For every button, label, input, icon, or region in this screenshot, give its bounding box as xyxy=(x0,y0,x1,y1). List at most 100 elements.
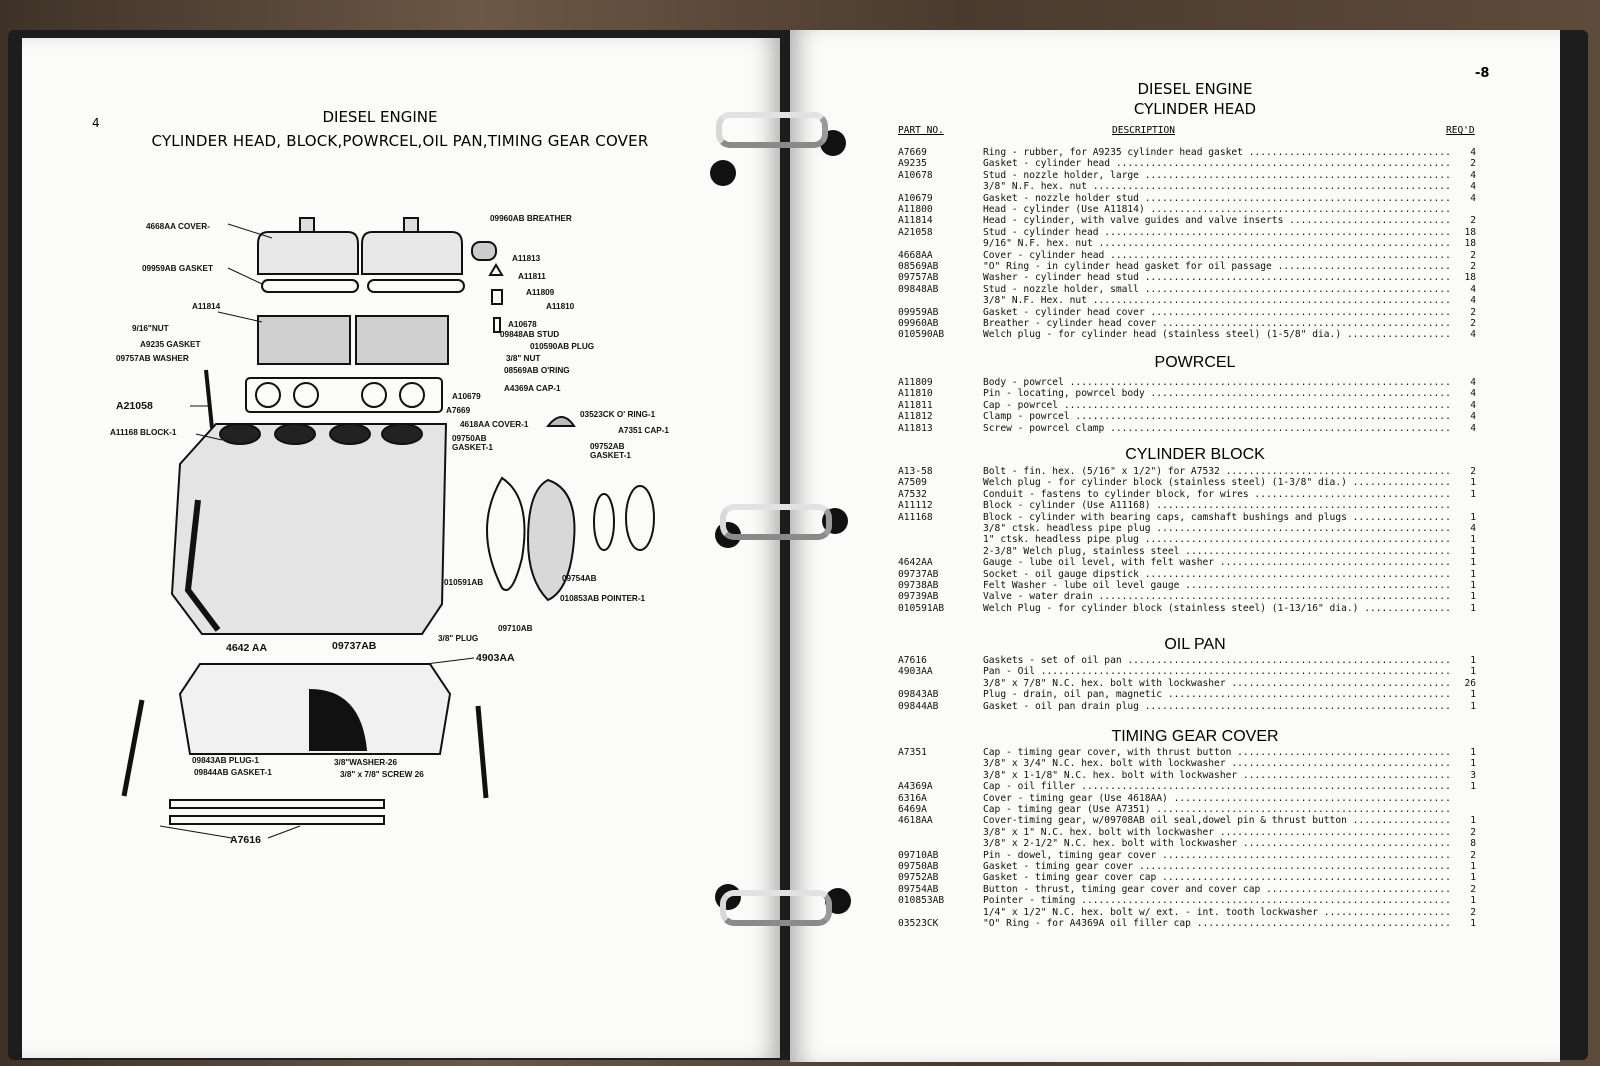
part-number: A11811 xyxy=(898,399,933,411)
part-number: A7669 xyxy=(898,147,927,158)
part-number: A11112 xyxy=(898,500,933,512)
quantity-required: 1 xyxy=(1470,918,1476,929)
callout-a21058: A21058 xyxy=(116,400,153,412)
quantity-required: 4 xyxy=(1470,295,1476,307)
part-description: "O" Ring - for A4369A oil filler cap xyxy=(983,918,1453,930)
part-number: 09843AB xyxy=(898,689,939,701)
part-description: Gauge - lube oil level, with felt washer xyxy=(983,557,1453,569)
part-description: 1/4" x 1/2" N.C. hex. bolt w/ ext. - int… xyxy=(983,907,1453,919)
callout-a10678: A10678 xyxy=(508,320,537,329)
parts-row: 010590AB Welch plug - for cylinder head (… xyxy=(0,329,1600,341)
quantity-required: 1 xyxy=(1470,895,1476,907)
part-description: Ring - rubber, for A9235 cylinder head g… xyxy=(983,147,1453,159)
exploded-engine-diagram xyxy=(121,217,655,839)
part-description: Screw - powrcel clamp xyxy=(983,423,1453,435)
callout-washer: 09757AB WASHER xyxy=(116,354,189,363)
quantity-required: 4 xyxy=(1470,169,1476,181)
part-description: 3/8" x 3/4" N.C. hex. bolt with lockwash… xyxy=(983,758,1453,770)
quantity-required: 1 xyxy=(1470,689,1476,701)
part-description: Cap - timing gear (Use A7351) xyxy=(983,804,1453,816)
part-description: 3/8" x 1-1/8" N.C. hex. bolt with lockwa… xyxy=(983,770,1453,782)
part-description: Head - cylinder, with valve guides and v… xyxy=(983,215,1453,227)
part-number: 010591AB xyxy=(898,602,945,614)
quantity-required: 1 xyxy=(1470,758,1476,770)
part-number: A10678 xyxy=(898,169,933,181)
left-title-line2: CYLINDER HEAD, BLOCK,POWRCEL,OIL PAN,TIM… xyxy=(151,132,649,150)
callout-breather: 09960AB BREATHER xyxy=(490,214,572,223)
callout-a11813: A11813 xyxy=(512,254,541,263)
right-page-number: -8 xyxy=(1475,66,1490,81)
part-number: 09737AB xyxy=(898,568,939,580)
parts-row: 4642AA Gauge - lube oil level, with felt … xyxy=(0,557,1600,569)
parts-row: A7509 Welch plug - for cylinder block (st… xyxy=(0,477,1600,489)
quantity-required: 1 xyxy=(1470,747,1476,758)
part-description: 3/8" x 1" N.C. hex. bolt with lockwasher xyxy=(983,827,1453,839)
part-description: 2-3/8" Welch plug, stainless steel xyxy=(983,546,1453,558)
callout-cap-gasket: 09752AB GASKET-1 xyxy=(590,442,631,460)
cover-gasket-left xyxy=(261,279,359,293)
part-number: A13-58 xyxy=(898,466,933,477)
quantity-required: 1 xyxy=(1470,815,1476,827)
quantity-required: 2 xyxy=(1470,249,1476,261)
callout-pointer: 010853AB POINTER-1 xyxy=(560,594,646,603)
part-number: A11812 xyxy=(898,411,933,423)
quantity-required: 4 xyxy=(1470,192,1476,204)
quantity-required: 2 xyxy=(1470,306,1476,318)
part-description: Gasket - timing gear cover xyxy=(983,861,1453,873)
callout-cover: 4668AA COVER- xyxy=(146,222,210,231)
parts-row: 03523CK "O" Ring - for A4369A oil filler … xyxy=(0,918,1600,930)
part-description: Welch plug - for cylinder head (stainles… xyxy=(983,329,1453,341)
col-desc-header: DESCRIPTION xyxy=(1112,125,1175,136)
callout-a11814: A11814 xyxy=(192,302,221,311)
quantity-required: 1 xyxy=(1470,861,1476,872)
part-description: Pin - locating, powrcel body xyxy=(983,388,1453,400)
part-description: Cap - powrcel xyxy=(983,400,1453,412)
callout-a7616: A7616 xyxy=(230,834,261,846)
quantity-required: 2 xyxy=(1470,318,1476,329)
part-description: Gasket - nozzle holder stud xyxy=(983,193,1453,205)
part-description: Welch plug - for cylinder block (stainle… xyxy=(983,477,1453,489)
quantity-required: 2 xyxy=(1470,849,1476,861)
part-number: 4642AA xyxy=(898,557,933,569)
callout-pan-screw: 3/8" x 7/8" SCREW 26 xyxy=(340,770,424,779)
part-number: 4618AA xyxy=(898,815,933,827)
part-number: 03523CK xyxy=(898,918,939,929)
quantity-required: 1 xyxy=(1470,534,1476,546)
part-number: 4903AA xyxy=(898,666,933,678)
col-req-header: REQ'D xyxy=(1446,125,1475,136)
left-page-number: 4 xyxy=(92,116,100,130)
quantity-required: 18 xyxy=(1464,272,1476,284)
part-number: 09750AB xyxy=(898,861,939,872)
quantity-required: 2 xyxy=(1470,261,1476,272)
parts-row: 1/4" x 1/2" N.C. hex. bolt w/ ext. - int… xyxy=(0,907,1600,919)
part-number: A7509 xyxy=(898,477,927,489)
part-description: Stud - cylinder head xyxy=(983,227,1453,239)
part-number: 010853AB xyxy=(898,895,945,907)
part-description: Socket - oil gauge dipstick xyxy=(983,569,1453,581)
part-description: 3/8" x 7/8" N.C. hex. bolt with lockwash… xyxy=(983,678,1453,690)
quantity-required: 2 xyxy=(1470,158,1476,170)
part-description: Breather - cylinder head cover xyxy=(983,318,1453,330)
oil-filler-cap xyxy=(545,416,576,427)
parts-row: 3/8" x 7/8" N.C. hex. bolt with lockwash… xyxy=(0,678,1600,690)
parts-row: 3/8" N.F. hex. nut4 xyxy=(0,181,1600,193)
callout-stud: 09848AB STUD xyxy=(500,330,560,339)
quantity-required: 1 xyxy=(1470,557,1476,569)
part-description: Stud - nozzle holder, large xyxy=(983,170,1453,182)
quantity-required: 4 xyxy=(1470,147,1476,158)
cylinder-head-right xyxy=(355,315,449,365)
part-description: "O" Ring - in cylinder head gasket for o… xyxy=(983,261,1453,273)
part-number: 010590AB xyxy=(898,329,945,341)
part-number: A21058 xyxy=(898,226,933,238)
